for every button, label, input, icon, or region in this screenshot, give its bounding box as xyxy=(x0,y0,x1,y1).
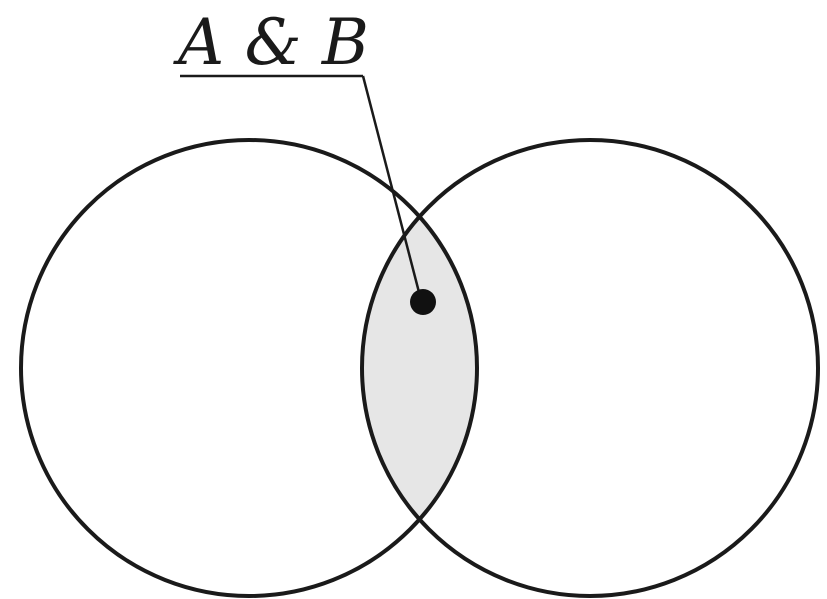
circle-b xyxy=(360,138,820,598)
intersection-region xyxy=(362,140,477,596)
intersection-label: A & B xyxy=(173,6,369,80)
leader-line xyxy=(361,75,423,301)
circle-a xyxy=(19,138,479,598)
intersection-marker xyxy=(410,289,436,315)
